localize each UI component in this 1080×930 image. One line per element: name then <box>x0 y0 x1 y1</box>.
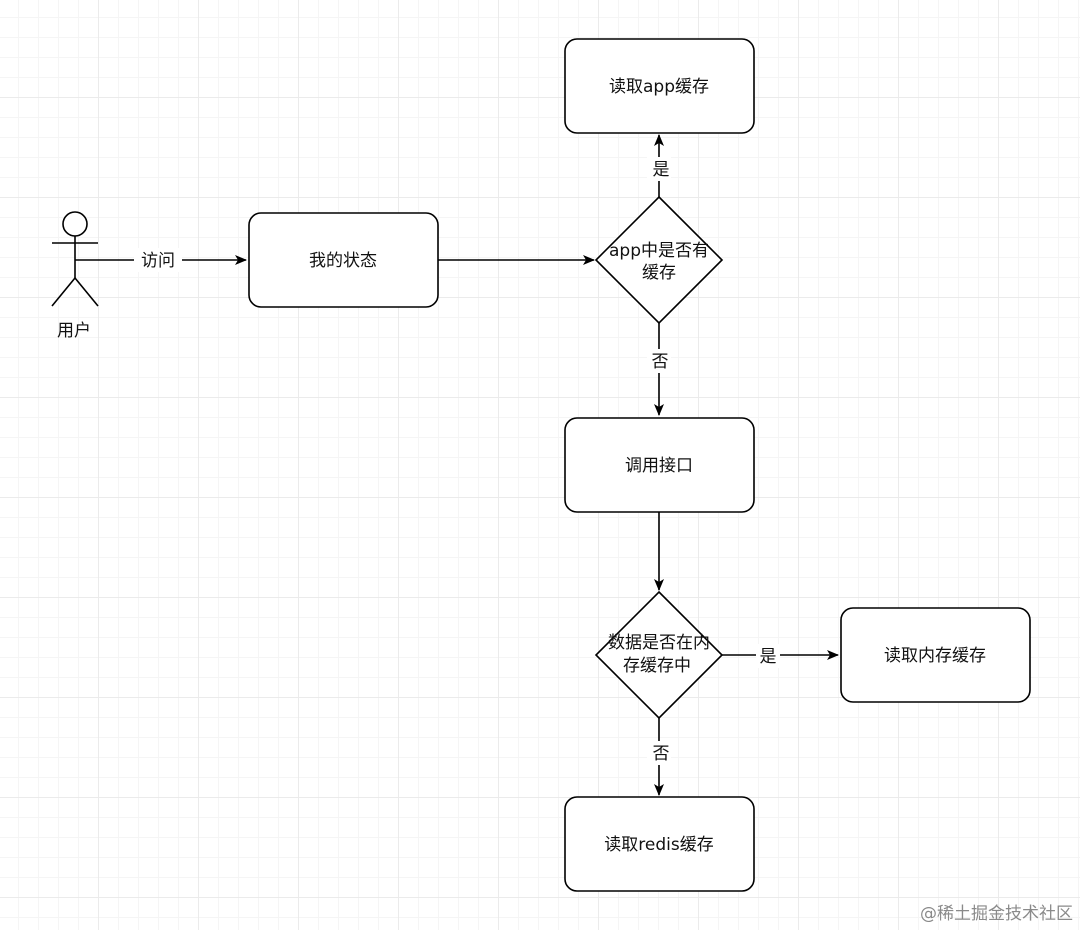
node-read-memory-cache-label: 读取内存缓存 <box>884 646 986 666</box>
decision-memory-cache[interactable]: 数据是否在内 存缓存中 <box>594 590 724 720</box>
edge-no-memory: 否 <box>647 718 671 796</box>
node-read-memory-cache[interactable]: 读取内存缓存 <box>840 607 1031 703</box>
edge-yes-memory-label: 是 <box>760 647 777 667</box>
node-read-redis-cache-label: 读取redis缓存 <box>604 835 713 855</box>
decision-app-cache[interactable]: app中是否有 缓存 <box>594 195 724 325</box>
edge-yes-app: 是 <box>647 134 671 197</box>
node-my-status[interactable]: 我的状态 <box>248 212 439 308</box>
decision-app-cache-line2: 缓存 <box>642 263 676 283</box>
edge-no-app: 否 <box>647 323 671 416</box>
actor-right-leg <box>74 277 99 307</box>
node-my-status-label: 我的状态 <box>309 251 377 271</box>
node-call-api[interactable]: 调用接口 <box>564 417 755 513</box>
edge-no-memory-label: 否 <box>653 744 670 764</box>
decision-memory-cache-line1: 数据是否在内 <box>608 633 710 653</box>
decision-app-cache-line1: app中是否有 <box>609 241 709 261</box>
node-read-app-cache[interactable]: 读取app缓存 <box>564 38 755 134</box>
edge-yes-app-label: 是 <box>653 160 670 180</box>
edge-visit-label: 访问 <box>141 251 175 271</box>
edge-yes-memory: 是 <box>722 644 839 668</box>
actor-left-leg <box>51 277 76 307</box>
decision-memory-cache-line2: 存缓存中 <box>623 656 691 676</box>
node-read-app-cache-label: 读取app缓存 <box>609 77 709 97</box>
actor-label: 用户 <box>57 321 91 341</box>
edge-visit: 访问 <box>75 248 247 272</box>
watermark: @稀土掘金技术社区 <box>920 904 1073 924</box>
actor-user[interactable]: 用户 <box>51 211 99 341</box>
edge-no-app-label: 否 <box>652 352 669 372</box>
node-call-api-label: 调用接口 <box>625 456 693 476</box>
node-read-redis-cache[interactable]: 读取redis缓存 <box>564 796 755 892</box>
actor-head <box>62 211 88 237</box>
